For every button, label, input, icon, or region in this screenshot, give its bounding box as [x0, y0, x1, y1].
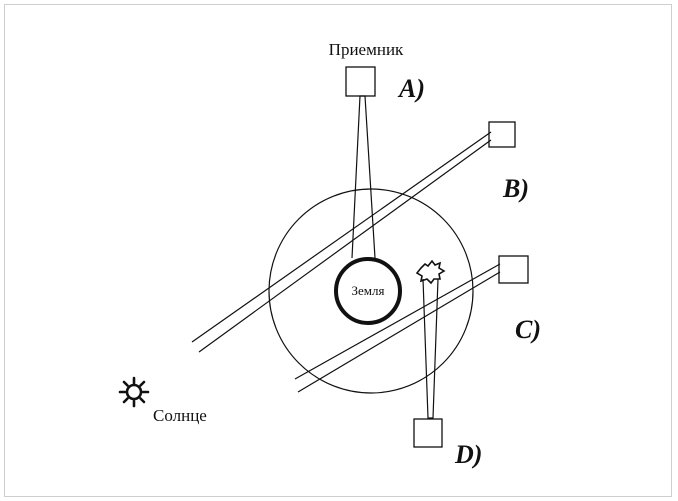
case-a-label: A): [397, 74, 425, 103]
beam-c-upper: [294, 263, 501, 380]
case-b-label: B): [502, 174, 529, 203]
sun-icon: [118, 376, 150, 408]
beam-d: [422, 278, 439, 419]
beam-b-upper: [191, 131, 492, 343]
receiver-label: Приемник: [329, 40, 404, 59]
flare-icon: [415, 259, 446, 285]
earth-label: Земля: [352, 283, 385, 298]
beam-b-lower: [198, 139, 492, 353]
earth-circle: [334, 257, 402, 325]
receiver-box-a: [345, 66, 376, 97]
receiver-box-b: [488, 121, 516, 148]
sun-label: Солнце: [153, 406, 207, 425]
receiver-box-c: [498, 255, 529, 284]
case-d-label: D): [454, 440, 482, 469]
beam-a: [351, 95, 376, 259]
beam-c-lower: [297, 271, 501, 393]
receiver-box-d: [413, 418, 443, 448]
case-c-label: C): [515, 315, 541, 344]
